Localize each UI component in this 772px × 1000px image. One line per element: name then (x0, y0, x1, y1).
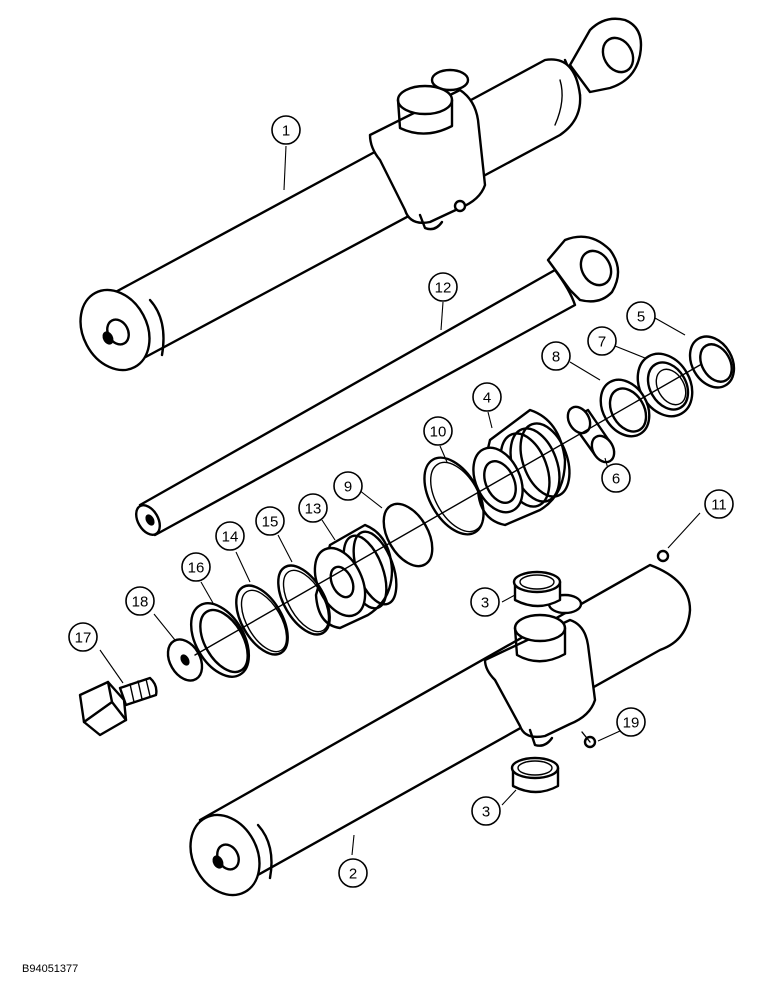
callout-label: 17 (75, 630, 92, 647)
bushing (566, 405, 616, 464)
callout-circle (470, 587, 500, 617)
callout-label: 19 (623, 715, 640, 732)
callout-label: 10 (430, 424, 447, 441)
callout-2: 2 (338, 858, 368, 888)
callout-label: 3 (481, 595, 489, 612)
callout-layer: 1 12 5 7 8 4 10 6 9 13 15 14 16 18 17 11 3 19 3 2 (68, 115, 734, 888)
callout-9: 9 (333, 471, 363, 501)
callout-label: 15 (262, 514, 279, 531)
callout-circle (626, 301, 656, 331)
callout-6: 6 (601, 463, 631, 493)
callout-5: 5 (626, 301, 656, 331)
callout-13: 13 (298, 493, 328, 523)
bolt (78, 676, 158, 737)
callout-label: 8 (552, 349, 560, 366)
callout-label: 1 (282, 123, 290, 140)
callout-label: 5 (637, 309, 645, 326)
callout-14: 14 (215, 521, 245, 551)
callout-label: 11 (711, 497, 727, 514)
callout-label: 7 (598, 334, 606, 351)
callout-circle (616, 707, 646, 737)
callout-label: 18 (132, 594, 149, 611)
piston-seal-ring (235, 584, 289, 656)
callout-label: 14 (222, 529, 239, 546)
o-ring-large (423, 456, 485, 536)
callout-circle (125, 586, 155, 616)
piston-rod (135, 235, 620, 537)
callout-circle (541, 341, 571, 371)
callout-circle (704, 489, 734, 519)
callout-circle (423, 416, 453, 446)
callout-1: 1 (271, 115, 301, 145)
callout-circle (472, 382, 502, 412)
callout-circle (298, 493, 328, 523)
callout-label: 13 (305, 501, 322, 518)
callout-label: 12 (435, 280, 452, 297)
cylinder-eye-upper (563, 17, 643, 97)
callout-circle (255, 506, 285, 536)
piston (313, 523, 398, 630)
callout-12: 12 (428, 272, 458, 302)
callout-circle (471, 796, 501, 826)
callout-11: 11 (704, 489, 734, 519)
o-ring-small (382, 502, 434, 568)
callout-label: 9 (344, 479, 352, 496)
callout-circle (428, 272, 458, 302)
callout-label: 3 (482, 804, 490, 821)
bushing-lower (510, 756, 560, 794)
callout-18: 18 (125, 586, 155, 616)
callout-circle (68, 622, 98, 652)
callout-circle (338, 858, 368, 888)
callout-circle (333, 471, 363, 501)
callout-3: 3 (470, 587, 500, 617)
figure-id: B94051377 (22, 963, 78, 975)
bushing-upper (512, 570, 562, 608)
callout-19: 19 (616, 707, 646, 737)
callout-16: 16 (181, 552, 211, 582)
callout-8: 8 (541, 341, 571, 371)
wiper-seal (688, 335, 736, 389)
callout-circle (181, 552, 211, 582)
callout-label: 4 (483, 390, 491, 407)
callout-circle (215, 521, 245, 551)
gland (472, 408, 571, 527)
callout-15: 15 (255, 506, 285, 536)
callout-circle (271, 115, 301, 145)
callout-4: 4 (472, 382, 502, 412)
callout-3: 3 (471, 796, 501, 826)
leader-lines (99, 145, 701, 856)
callout-17: 17 (68, 622, 98, 652)
callout-label: 16 (188, 560, 205, 577)
callout-10: 10 (423, 416, 453, 446)
cylinder-barrel-lower (189, 549, 692, 897)
callout-circle (601, 463, 631, 493)
callout-label: 2 (349, 866, 357, 883)
fitting-screw (581, 731, 597, 749)
assembly-axis-line (194, 364, 701, 656)
callout-circle (587, 326, 617, 356)
callout-7: 7 (587, 326, 617, 356)
wear-ring (277, 564, 331, 636)
callout-label: 6 (612, 471, 620, 488)
cylinder-barrel-upper (79, 17, 643, 372)
